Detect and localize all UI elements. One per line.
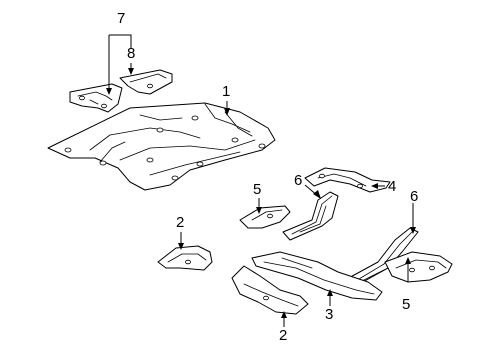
bracket-part-8[interactable] — [119, 69, 173, 95]
callout-3: 3 — [325, 306, 334, 323]
rail-part-6-left[interactable] — [282, 191, 339, 241]
crossmember-part-3[interactable] — [251, 251, 383, 301]
callout-2-upper: 2 — [176, 214, 185, 231]
callout-1: 1 — [222, 83, 231, 100]
callout-5-right: 5 — [402, 296, 411, 313]
bracket-part-2-lower[interactable] — [231, 265, 309, 315]
callout-5-center: 5 — [253, 181, 262, 198]
bracket-part-5-right[interactable] — [384, 251, 453, 283]
bracket-part-2-upper[interactable] — [157, 245, 213, 271]
crossmember-part-4[interactable] — [304, 167, 391, 193]
callout-7: 7 — [117, 10, 126, 27]
floor-pan-part[interactable] — [47, 102, 276, 191]
bracket-part-5-center[interactable] — [239, 205, 291, 229]
leader-lines — [106, 34, 416, 327]
callout-8: 8 — [127, 45, 136, 62]
bracket-part-7[interactable] — [69, 83, 123, 113]
callout-4: 4 — [388, 178, 397, 195]
callout-2-lower: 2 — [279, 327, 288, 344]
callout-6-left: 6 — [294, 172, 303, 189]
callout-6-right: 6 — [410, 188, 419, 205]
